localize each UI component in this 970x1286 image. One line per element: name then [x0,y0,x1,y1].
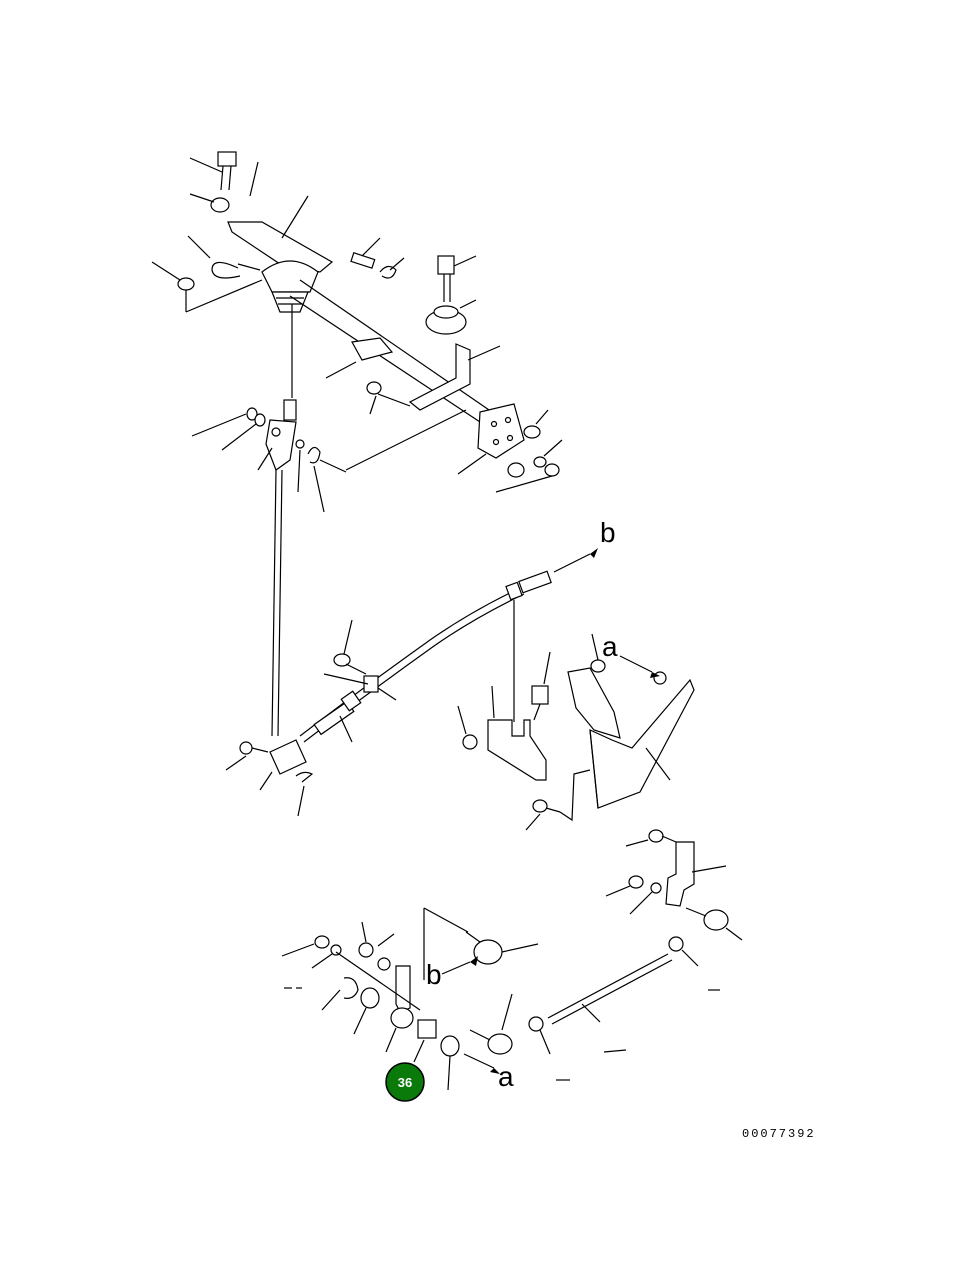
leader-lines-top [151,157,563,513]
leader-lines-middle [225,619,671,831]
reference-label-b-lower: b [426,959,442,990]
linkage-assembly [314,829,729,1074]
reference-label-b-upper: b [600,517,616,548]
callout-circle [385,1062,425,1102]
bracket-assembly [462,655,695,822]
reference-label-a-lower: a [498,1061,514,1092]
pedal-assembly [177,151,560,478]
cable-assembly [239,469,598,783]
callout-marker: 36 [385,1062,425,1102]
doc-number: 00077392 [742,1127,816,1141]
callout-label: 36 [398,1075,412,1090]
leader-lines-bottom [281,839,743,1091]
reference-label-a-upper: a [602,631,618,662]
